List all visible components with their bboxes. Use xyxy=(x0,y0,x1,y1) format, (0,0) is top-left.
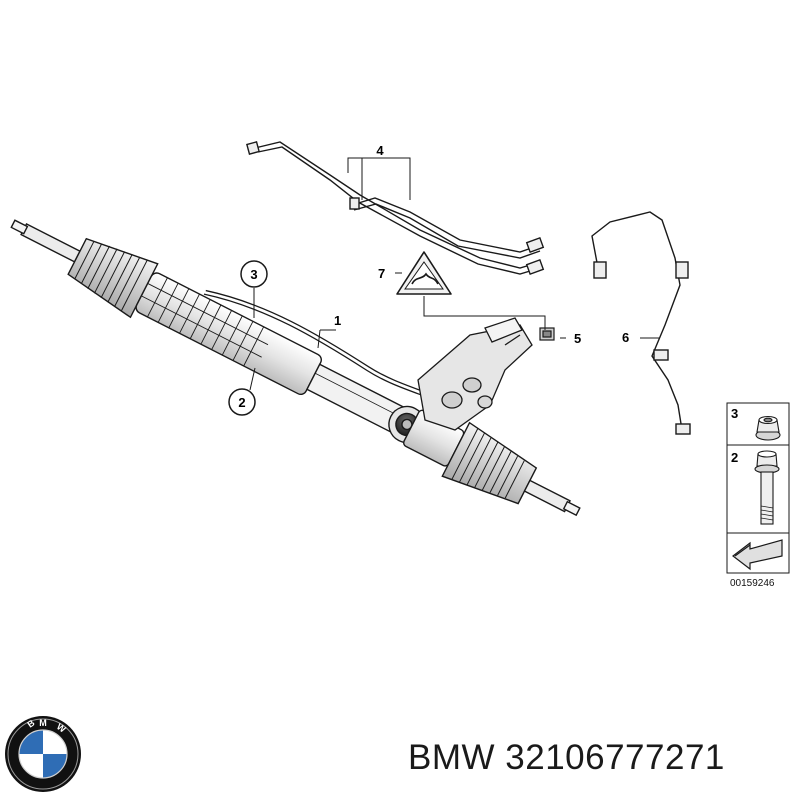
svg-text:4: 4 xyxy=(376,143,384,158)
bmw-roundel-logo: B M W xyxy=(5,716,81,792)
valve-housing xyxy=(417,317,533,431)
drawing-number: 00159246 xyxy=(730,578,775,589)
svg-text:7: 7 xyxy=(378,266,385,281)
part-number: BMW 32106777271 xyxy=(408,738,725,777)
svg-text:M: M xyxy=(39,718,47,728)
svg-text:B: B xyxy=(25,717,36,729)
leader-lines xyxy=(249,157,660,391)
callout-1: 1 xyxy=(334,313,341,328)
callout-5: 5 xyxy=(574,331,581,346)
svg-text:5: 5 xyxy=(574,331,581,346)
callout-7: 7 xyxy=(378,266,385,281)
parts-legend: 3 2 xyxy=(726,402,790,574)
steering-rack xyxy=(10,219,581,517)
svg-text:3: 3 xyxy=(250,267,257,282)
callout-6: 6 xyxy=(622,330,629,345)
forward-arrow-icon xyxy=(732,539,783,571)
flange-bolt-icon xyxy=(754,450,780,525)
callout-3: 3 xyxy=(240,260,268,288)
svg-text:2: 2 xyxy=(238,395,245,410)
legend-label-3: 3 xyxy=(731,406,738,421)
callout-4: 4 xyxy=(376,143,384,158)
sensor-cable xyxy=(591,211,691,435)
legend-label-2: 2 xyxy=(731,450,738,465)
callout-2: 2 xyxy=(228,388,256,416)
warning-label xyxy=(396,251,452,295)
svg-text:1: 1 xyxy=(334,313,341,328)
svg-text:6: 6 xyxy=(622,330,629,345)
hydraulic-lines xyxy=(246,141,545,275)
hose-clip xyxy=(539,327,555,341)
flange-nut-icon xyxy=(755,415,781,441)
